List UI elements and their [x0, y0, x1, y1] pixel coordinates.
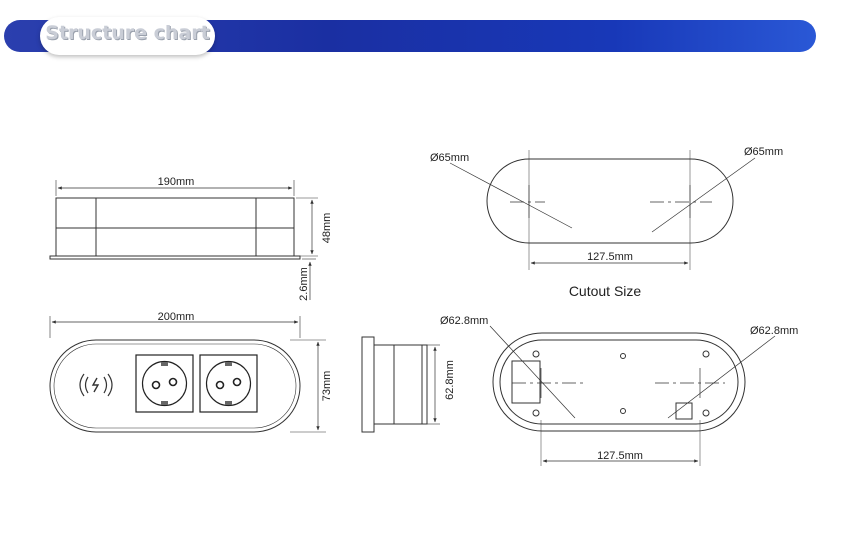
- flange-label: 2.6mm: [298, 267, 310, 301]
- bottom-right-dia-label: Ø62.8mm: [750, 325, 798, 337]
- header-title-pill: Structure chart: [40, 17, 215, 55]
- cutout-center-dist-label: 127.5mm: [587, 251, 633, 263]
- side-height-label: 48mm: [321, 213, 333, 244]
- wireless-charging-icon: [79, 373, 113, 397]
- front-width-label: 200mm: [158, 311, 195, 323]
- bottom-left-dia-label: Ø62.8mm: [440, 315, 488, 327]
- side-width-label: 190mm: [158, 176, 195, 188]
- end-height-label: 62.8mm: [444, 360, 456, 400]
- bottom-view: [489, 325, 776, 466]
- page-title: Structure chart: [45, 22, 210, 44]
- end-view: [361, 336, 440, 433]
- cutout-size-caption: Cutout Size: [569, 283, 642, 299]
- bottom-center-dist-label: 127.5mm: [597, 450, 643, 462]
- side-view: [49, 180, 318, 300]
- cutout-right-dia-label: Ø65mm: [744, 146, 783, 158]
- schuko-socket-icon: [135, 354, 194, 413]
- schuko-socket-icon: [199, 354, 258, 413]
- cutout-left-dia-label: Ø65mm: [430, 152, 469, 164]
- cutout-outline: [449, 150, 756, 270]
- front-view: [49, 316, 326, 433]
- front-height-label: 73mm: [321, 371, 333, 402]
